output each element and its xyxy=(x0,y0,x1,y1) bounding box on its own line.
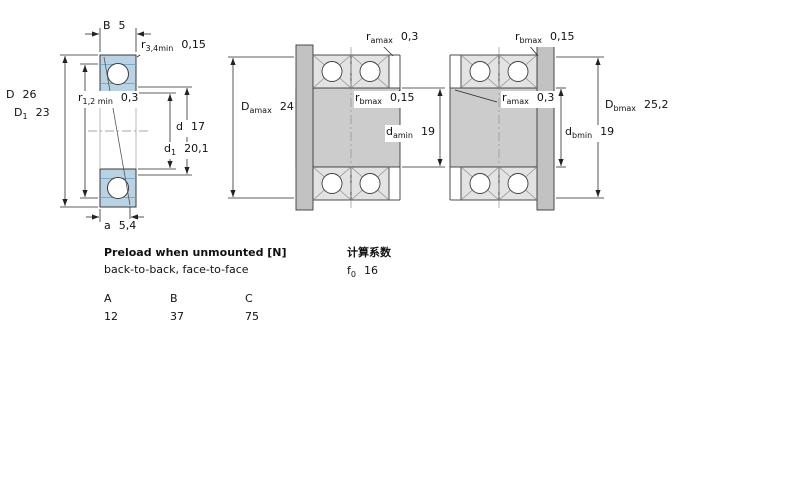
preload-val-B: 37 xyxy=(170,310,184,323)
calc-factors-title: 计算系数 xyxy=(347,246,391,259)
ball-top xyxy=(107,63,129,85)
dim-value: 20,1 xyxy=(184,142,209,155)
ball-bottom xyxy=(107,177,129,199)
dim-value: 19 xyxy=(420,125,435,138)
dim-symbol: r xyxy=(141,38,146,51)
dim-symbol: B xyxy=(103,19,111,32)
dim-symbol: d xyxy=(164,142,171,155)
dim-value: 25,2 xyxy=(644,98,669,111)
dim-value: 0,3 xyxy=(400,30,419,43)
dim-value: 19 xyxy=(600,125,615,138)
dim-value: 5 xyxy=(118,19,126,32)
contact-angle-line xyxy=(103,56,131,206)
dim-symbol: r xyxy=(355,91,360,104)
dim-value: 0,15 xyxy=(390,91,415,104)
dim-value: 16 xyxy=(363,264,378,277)
dim-value: 0,15 xyxy=(550,30,575,43)
dim-symbol: d xyxy=(176,120,183,133)
dim-d: d 17 xyxy=(175,120,206,138)
dim-a: a 5,4 xyxy=(103,219,138,237)
dim-symbol: D xyxy=(605,98,614,111)
paired-bearings-face-to-face xyxy=(449,44,555,211)
dim-symbol: r xyxy=(515,30,520,43)
preload-val-C: 75 xyxy=(245,310,259,323)
preload-col-A: A xyxy=(104,292,112,305)
dim-value: 26 xyxy=(22,88,37,101)
single-bearing-section xyxy=(88,54,150,208)
dim-value: 24 xyxy=(279,100,294,113)
dim-symbol: d xyxy=(386,125,393,138)
dim-symbol: D xyxy=(241,100,250,113)
preload-subtitle: back-to-back, face-to-face xyxy=(104,263,249,276)
dim-symbol: D xyxy=(14,106,23,119)
dim-value: 0,15 xyxy=(181,38,206,51)
dim-value: 5,4 xyxy=(118,219,137,232)
dim-D: D 26 xyxy=(5,88,38,106)
pair1-dimension-lines xyxy=(228,44,445,199)
preload-col-C: C xyxy=(245,292,253,305)
preload-title: Preload when unmounted [N] xyxy=(104,246,287,259)
dim-symbol: D xyxy=(6,88,15,101)
dim-value: 17 xyxy=(190,120,205,133)
dim-symbol: r xyxy=(78,91,83,104)
dim-symbol: a xyxy=(104,219,111,232)
dim-symbol: r xyxy=(502,91,507,104)
dim-symbol: f xyxy=(347,264,351,277)
preload-col-B: B xyxy=(170,292,178,305)
dim-symbol: d xyxy=(565,125,572,138)
preload-val-A: 12 xyxy=(104,310,118,323)
dim-symbol: r xyxy=(366,30,371,43)
dim-value: 0,3 xyxy=(120,91,139,104)
dim-value: 23 xyxy=(35,106,50,119)
dim-value: 0,3 xyxy=(536,91,555,104)
